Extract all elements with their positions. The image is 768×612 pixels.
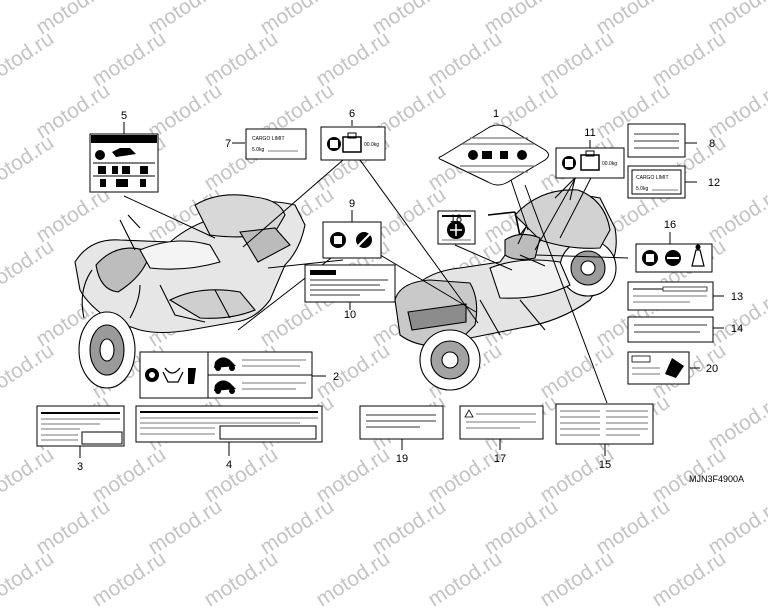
label-15: [555, 403, 654, 445]
label-12: CARGO LIMIT 5.0kg: [627, 165, 686, 199]
label-19: [359, 405, 444, 440]
label-7-cargo-text: CARGO LIMIT: [252, 136, 285, 142]
label-11: 00.0kg: [555, 147, 625, 179]
callout-6: 6: [349, 108, 355, 120]
callout-14: 14: [731, 323, 743, 335]
callout-17: 17: [494, 453, 506, 465]
callout-2: 2: [333, 371, 339, 383]
label-6: 00.0kg: [320, 126, 386, 161]
diagram-code: MJN3F4900A: [689, 474, 745, 484]
callout-10: 10: [344, 309, 356, 321]
label-18: [437, 210, 476, 245]
callout-11: 11: [584, 127, 595, 139]
label-6-weight-text: 00.0kg: [364, 142, 379, 148]
label-7: CARGO LIMIT 5.0kg: [245, 128, 307, 160]
callout-5: 5: [121, 110, 127, 122]
label-12-cargo-text: CARGO LIMIT: [636, 175, 669, 181]
label-7-weight-text: 5.0kg: [252, 147, 264, 153]
callout-13: 13: [731, 291, 743, 303]
label-16: [635, 243, 713, 273]
callout-18: 18: [450, 213, 462, 225]
callout-4: 4: [226, 459, 232, 471]
label-17: [459, 405, 544, 440]
callout-7: 7: [225, 138, 231, 150]
label-12-weight-text: 5.0kg: [636, 186, 648, 192]
label-1: [438, 124, 549, 186]
left-motorcycle: [74, 194, 306, 389]
label-13: [627, 281, 714, 311]
diagram-svg: CARGO LIMIT 5.0kg 00.0kg: [36, 108, 743, 473]
label-11-weight-text: 00.0kg: [602, 161, 617, 167]
callout-3: 3: [77, 461, 83, 473]
label-4: [135, 405, 323, 443]
label-5: [89, 133, 159, 193]
callout-16: 16: [664, 219, 676, 231]
right-motorcycle: [394, 174, 617, 391]
callout-20: 20: [706, 363, 718, 375]
label-3: [36, 405, 125, 447]
callout-12: 12: [708, 177, 720, 189]
callout-15: 15: [599, 459, 611, 471]
callout-numbers: 1 2 3 4 5 6 7 8 9 10 11 12 13 14 15 16 1…: [77, 108, 743, 473]
label-9: [322, 221, 382, 259]
label-14: [627, 316, 714, 343]
callout-19: 19: [396, 453, 408, 465]
callout-9: 9: [349, 198, 355, 210]
label-8: [627, 123, 686, 158]
label-20: [627, 351, 690, 385]
callout-1: 1: [493, 108, 499, 120]
label-2: [139, 351, 313, 399]
label-10: [304, 264, 396, 303]
callout-8: 8: [709, 138, 715, 150]
